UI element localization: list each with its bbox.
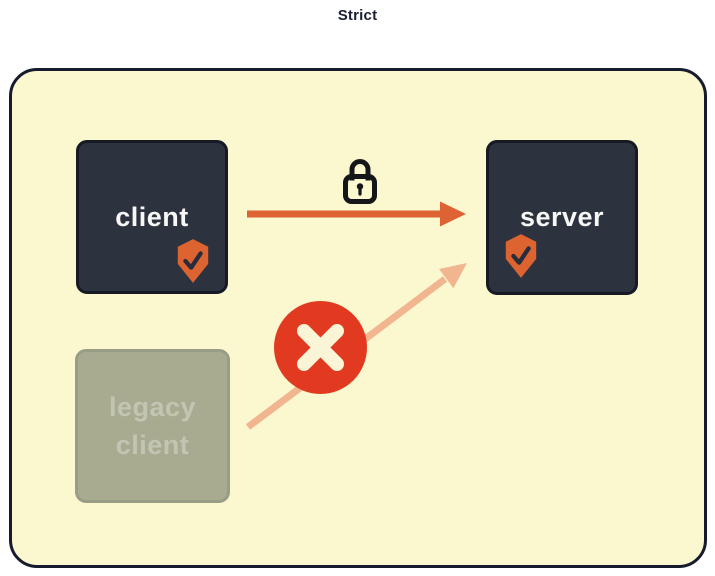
node-legacy-client: legacy client [75,349,230,503]
page-title: Strict [337,7,378,24]
legacy-label-line2: client [115,430,190,460]
server-label: server [519,202,605,232]
node-client: client [76,140,228,294]
deny-badge [274,301,367,394]
legacy-client-label: legacy client [109,388,196,464]
client-label: client [115,201,189,232]
shield-check-icon [177,239,209,283]
node-server: server [486,140,638,295]
shield-check-icon [505,234,537,278]
legacy-label-line1: legacy [108,392,197,422]
mtls-arrow [247,201,466,227]
x-deny-icon [297,324,344,371]
lock-icon [343,159,377,204]
